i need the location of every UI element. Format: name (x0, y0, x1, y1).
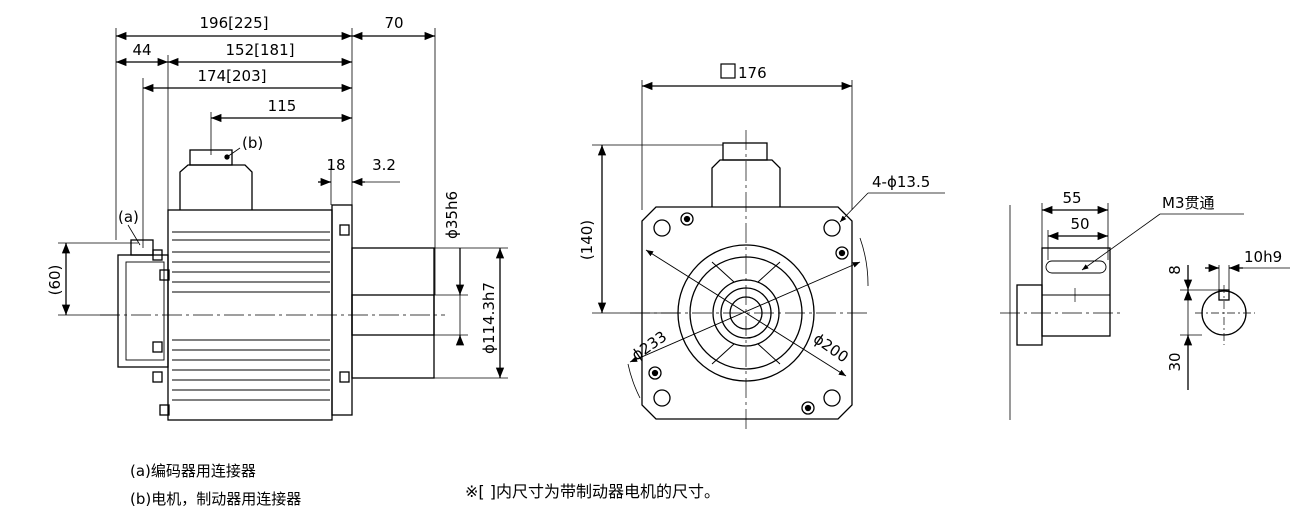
dim-55: 55 (1062, 189, 1081, 207)
dim-mounting-holes: 4-ϕ13.5 (872, 173, 930, 191)
dim-shaft-diameter: ϕ35h6 (443, 191, 461, 239)
dim-8: 8 (1166, 265, 1184, 275)
dim-3-2: 3.2 (372, 156, 396, 174)
dim-152: 152[181] (226, 41, 295, 59)
dim-174: 174[203] (198, 67, 267, 85)
dim-square-176: 176 (738, 64, 767, 82)
dim-140: (140) (578, 220, 596, 260)
dim-50: 50 (1070, 215, 1089, 233)
dim-pcd-233: ϕ233 (628, 327, 670, 364)
label-m3-tap: M3贯通 (1162, 194, 1215, 212)
dim-18: 18 (326, 156, 345, 174)
dim-flange-to-shaft: 70 (384, 14, 403, 32)
dim-key-width: 10h9 (1244, 248, 1282, 266)
shaft-detail-view (1000, 203, 1290, 420)
note-encoder-connector: (a)编码器用连接器 (130, 462, 256, 480)
note-bracket-dimensions: ※[ ]内尺寸为带制动器电机的尺寸。 (465, 482, 720, 501)
dim-115: 115 (268, 97, 297, 115)
dim-200: ϕ200 (810, 329, 852, 366)
square-symbol-icon (720, 63, 736, 79)
dim-overall-length: 196[225] (200, 14, 269, 32)
label-b: (b) (242, 134, 263, 152)
dim-44: 44 (132, 41, 151, 59)
side-view (58, 28, 508, 421)
front-view (592, 80, 945, 430)
label-a: (a) (118, 208, 139, 226)
note-motor-brake-connector: (b)电机，制动器用连接器 (130, 490, 302, 508)
dim-60: (60) (46, 265, 64, 296)
dim-30: 30 (1166, 352, 1184, 371)
dim-spigot-diameter: ϕ114.3h7 (480, 282, 498, 354)
